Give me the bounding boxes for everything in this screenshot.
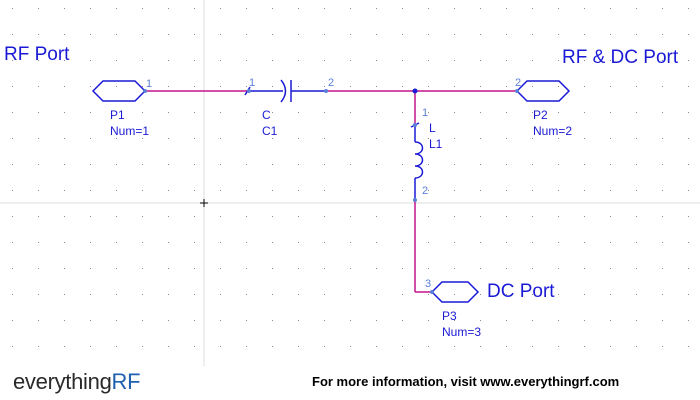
- footer-info-text[interactable]: For more information, visit www.everythi…: [312, 374, 620, 389]
- port-p3-name: P3: [442, 309, 457, 323]
- port-p3-symbol[interactable]: [430, 281, 480, 303]
- port-p1-num: Num=1: [110, 124, 150, 138]
- inductor-l1-pin-1: 1: [422, 107, 429, 119]
- everythingrf-logo[interactable]: everythingRF: [13, 369, 141, 395]
- port-p1-name: P1: [110, 108, 125, 122]
- capacitor-c1-ref: C1: [262, 124, 278, 138]
- port-p2-pin-number: 2: [515, 77, 522, 89]
- port-p2-symbol[interactable]: [515, 80, 571, 102]
- port-p2-title: RF & DC Port: [562, 47, 679, 68]
- origin-crosshair: [200, 199, 208, 207]
- schematic-canvas: [0, 0, 700, 366]
- pin-markers: [143, 89, 519, 294]
- grid: [0, 0, 700, 366]
- port-p1-pin-number: 1: [146, 78, 153, 90]
- port-p3-pin-number: 3: [425, 278, 432, 290]
- inductor-l1-pin-2: 2: [422, 185, 429, 197]
- inductor-l1-type: L: [429, 121, 436, 135]
- port-p3-title: DC Port: [487, 281, 555, 302]
- port-p1-title: RF Port: [4, 44, 70, 65]
- capacitor-c1-type: C: [262, 108, 271, 122]
- inductor-l1-symbol[interactable]: [410, 122, 424, 200]
- capacitor-c1-pin-1: 1: [249, 77, 256, 89]
- port-p2-name: P2: [533, 108, 548, 122]
- footer-bar: everythingRF For more information, visit…: [0, 366, 700, 400]
- junction-dot: [412, 88, 418, 94]
- logo-text-main: everything: [13, 369, 112, 394]
- port-p3-num: Num=3: [442, 325, 482, 339]
- capacitor-c1-pin-2: 2: [328, 77, 335, 89]
- port-p1-symbol[interactable]: [91, 80, 147, 102]
- port-p2-num: Num=2: [533, 124, 573, 138]
- capacitor-c1-symbol[interactable]: [244, 79, 326, 103]
- logo-text-accent: RF: [111, 369, 141, 394]
- inductor-l1-ref: L1: [429, 137, 443, 151]
